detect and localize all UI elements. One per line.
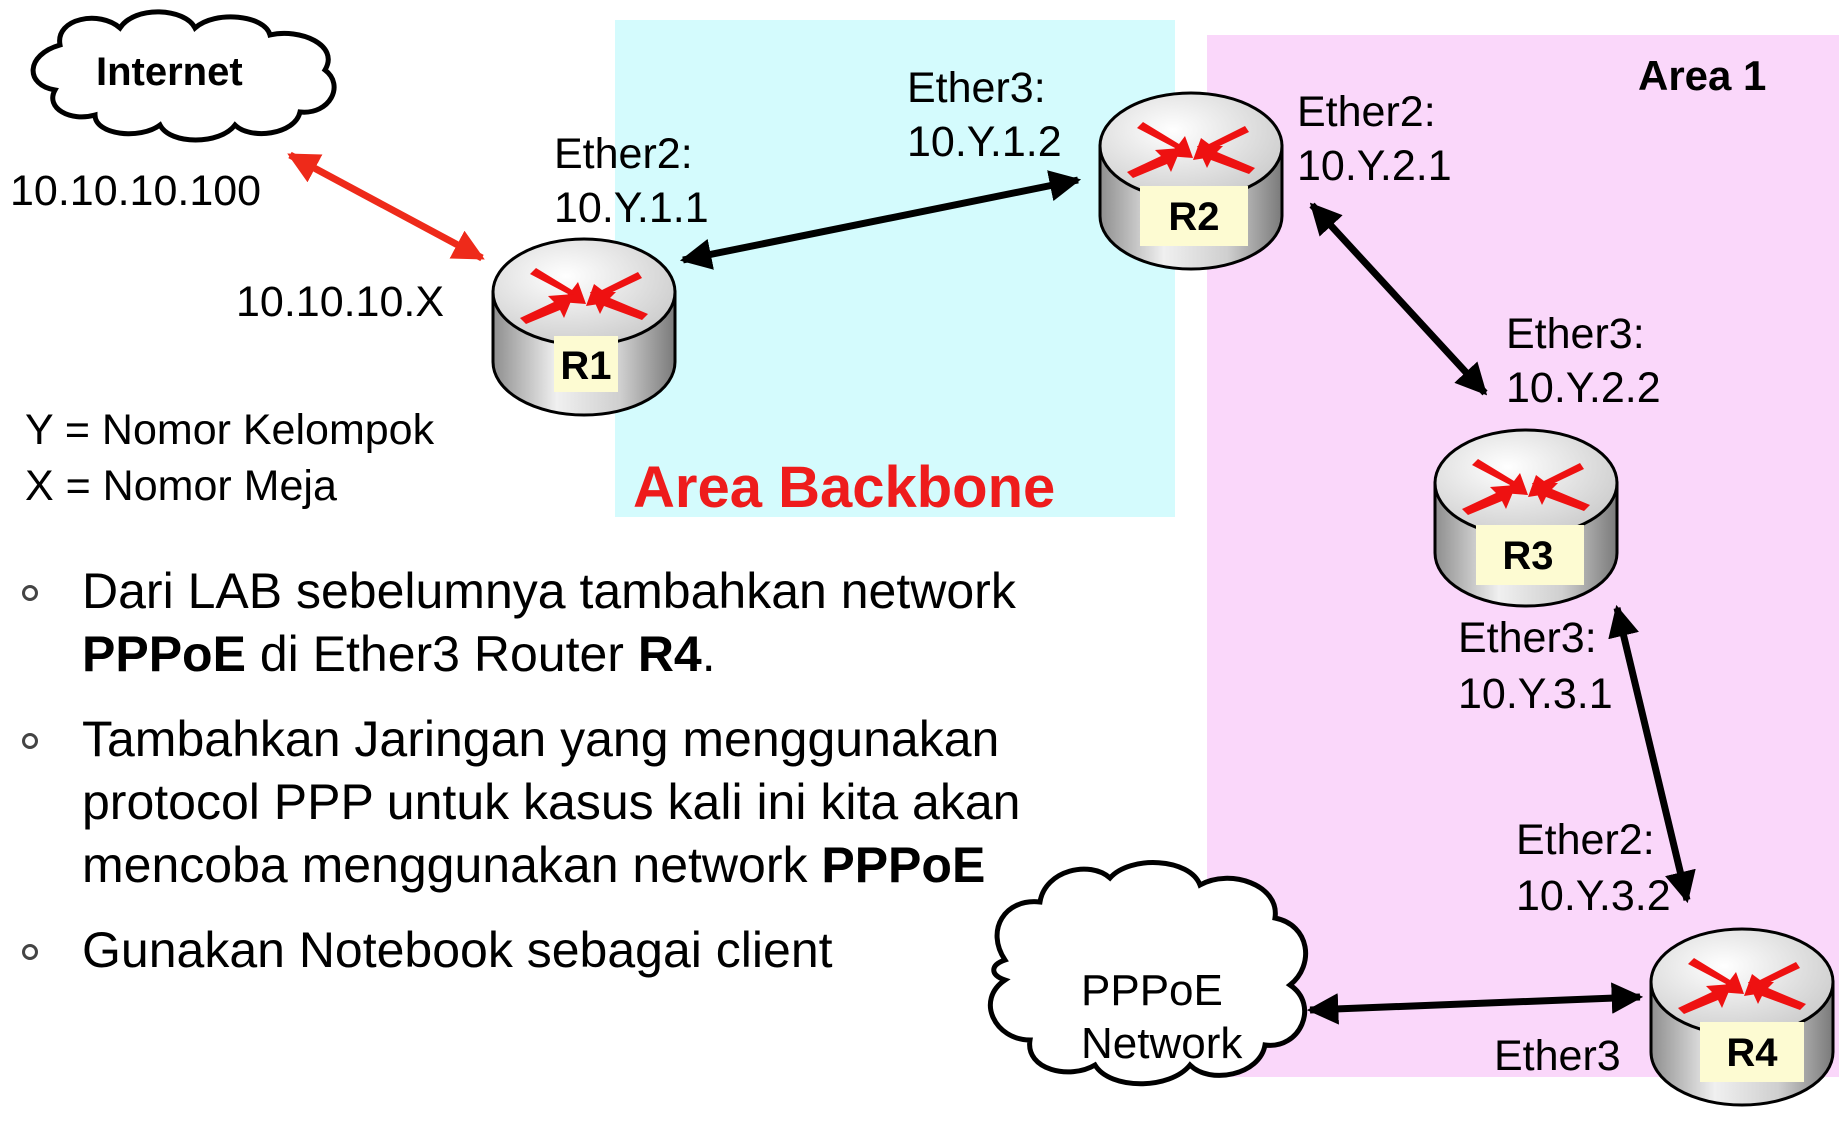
router-r1[interactable]: R1 bbox=[490, 232, 680, 422]
bullet-icon bbox=[22, 944, 38, 960]
r1-ether2-name-label: Ether2: bbox=[554, 130, 693, 178]
instruction-text: di Ether3 Router bbox=[245, 626, 638, 682]
bullet-icon bbox=[22, 585, 38, 601]
pppoe-cloud-label-line2: Network bbox=[1081, 1019, 1243, 1068]
r3-ether3-bottom-ip-label: 10.Y.3.1 bbox=[1458, 670, 1613, 718]
instruction-list: Dari LAB sebelumnya tambahkan network PP… bbox=[22, 560, 1082, 1004]
backbone-area-label: Area Backbone bbox=[633, 455, 1056, 520]
instruction-text: Gunakan Notebook sebagai client bbox=[82, 922, 833, 978]
instruction-bold: PPPoE bbox=[821, 837, 986, 893]
r4-ether2-name-label: Ether2: bbox=[1516, 816, 1655, 864]
area1-label: Area 1 bbox=[1638, 52, 1767, 99]
instruction-text: . bbox=[701, 626, 716, 682]
r3-ether3-top-ip-label: 10.Y.2.2 bbox=[1506, 364, 1661, 412]
r2-ether3-ip-label: 10.Y.1.2 bbox=[907, 118, 1062, 166]
r1-ether2-ip-label: 10.Y.1.1 bbox=[554, 184, 709, 232]
bullet-icon bbox=[22, 733, 38, 749]
r3-ether3-top-name-label: Ether3: bbox=[1506, 310, 1645, 358]
instruction-item: Tambahkan Jaringan yang menggunakan prot… bbox=[22, 708, 1082, 897]
router-r3[interactable]: R3 bbox=[1432, 423, 1622, 613]
legend-x-definition: X = Nomor Meja bbox=[25, 462, 337, 510]
r1-r2-link bbox=[679, 170, 1082, 270]
router-r3-label: R3 bbox=[1502, 534, 1553, 578]
r2-ether3-name-label: Ether3: bbox=[907, 64, 1046, 112]
r2-r3-link bbox=[1309, 202, 1488, 396]
instruction-text: Dari LAB sebelumnya tambahkan network bbox=[82, 563, 1016, 619]
r1-wan-ip-label: 10.10.10.X bbox=[236, 278, 445, 326]
r2-ether2-name-label: Ether2: bbox=[1297, 88, 1436, 136]
pppoe-cloud-label-line1: PPPoE bbox=[1081, 966, 1223, 1015]
instruction-text: Tambahkan Jaringan yang menggunakan prot… bbox=[82, 711, 1021, 893]
internet-ip-label: 10.10.10.100 bbox=[10, 167, 262, 215]
instruction-bold: R4 bbox=[637, 626, 702, 682]
instruction-item: Dari LAB sebelumnya tambahkan network PP… bbox=[22, 560, 1082, 686]
r3-r4-link bbox=[1608, 604, 1696, 904]
router-r2-label: R2 bbox=[1168, 195, 1219, 239]
r2-ether2-ip-label: 10.Y.2.1 bbox=[1297, 142, 1452, 190]
instruction-bold: PPPoE bbox=[82, 626, 246, 682]
pppoe-r4-link bbox=[1306, 982, 1644, 1025]
router-r2[interactable]: R2 bbox=[1097, 86, 1287, 276]
r4-ether3-label: Ether3 bbox=[1494, 1032, 1621, 1080]
router-r4-label: R4 bbox=[1726, 1031, 1778, 1075]
r3-ether3-bottom-name-label: Ether3: bbox=[1458, 614, 1597, 662]
router-r4[interactable]: R4 bbox=[1648, 922, 1838, 1112]
instruction-item: Gunakan Notebook sebagai client bbox=[22, 919, 1082, 982]
pppoe-cloud bbox=[987, 860, 1308, 1087]
internet-cloud-label: Internet bbox=[96, 50, 243, 94]
router-r1-label: R1 bbox=[560, 344, 611, 388]
internet-r1-link bbox=[287, 151, 485, 262]
internet-cloud bbox=[30, 9, 337, 143]
r4-ether2-ip-label: 10.Y.3.2 bbox=[1516, 872, 1671, 920]
legend-y-definition: Y = Nomor Kelompok bbox=[25, 406, 435, 454]
